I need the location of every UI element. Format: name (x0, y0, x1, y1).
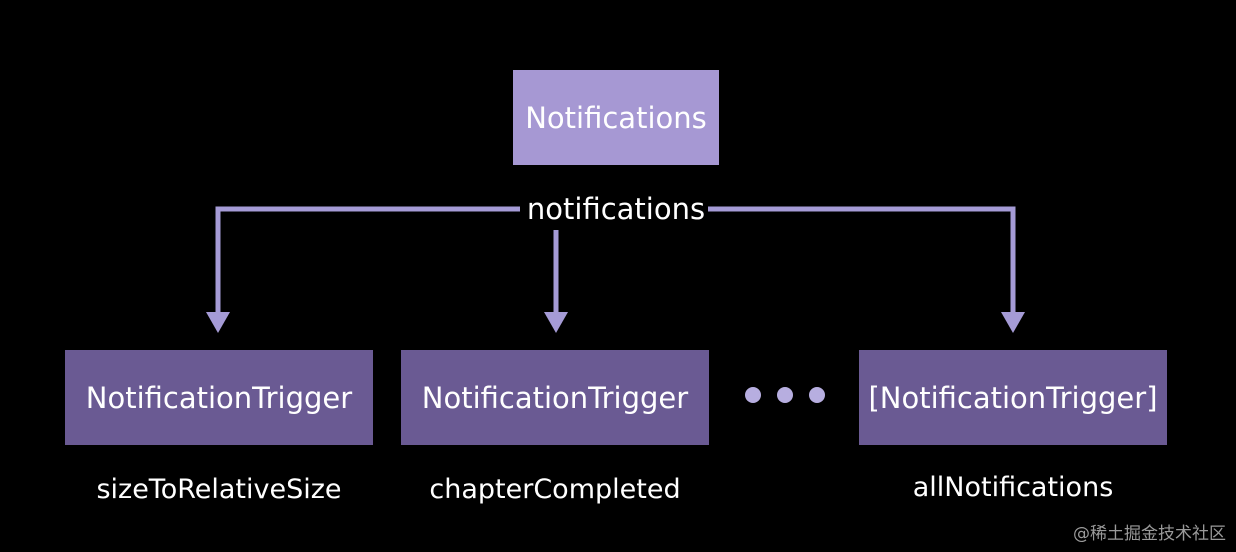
notification-trigger-node-label: NotificationTrigger (85, 380, 353, 415)
notifications-edge-label: notifications (526, 192, 706, 226)
arrowhead-center (544, 312, 568, 333)
property-label-all-notifications: allNotifications (912, 471, 1114, 503)
notifications-node: Notifications (513, 70, 719, 165)
connector-right (708, 206, 1016, 318)
ellipsis-dot (809, 387, 825, 403)
notification-trigger-array-node-label: [NotificationTrigger] (868, 380, 1158, 415)
notification-trigger-array-node: [NotificationTrigger] (859, 350, 1167, 445)
arrowhead-left (206, 312, 230, 333)
ellipsis-icon (745, 380, 825, 410)
property-label-chapter-completed: chapterCompleted (429, 473, 681, 505)
notification-trigger-node-label: NotificationTrigger (421, 380, 689, 415)
property-label-size-to-relative-size: sizeToRelativeSize (96, 473, 342, 505)
ellipsis-dot (745, 387, 761, 403)
arrowhead-right (1001, 312, 1025, 333)
notifications-node-label: Notifications (525, 100, 707, 135)
ellipsis-dot (777, 387, 793, 403)
connector-left (215, 206, 520, 318)
watermark: @稀土掘金技术社区 (1073, 524, 1226, 544)
notification-trigger-node: NotificationTrigger (65, 350, 373, 445)
notification-trigger-node: NotificationTrigger (401, 350, 709, 445)
